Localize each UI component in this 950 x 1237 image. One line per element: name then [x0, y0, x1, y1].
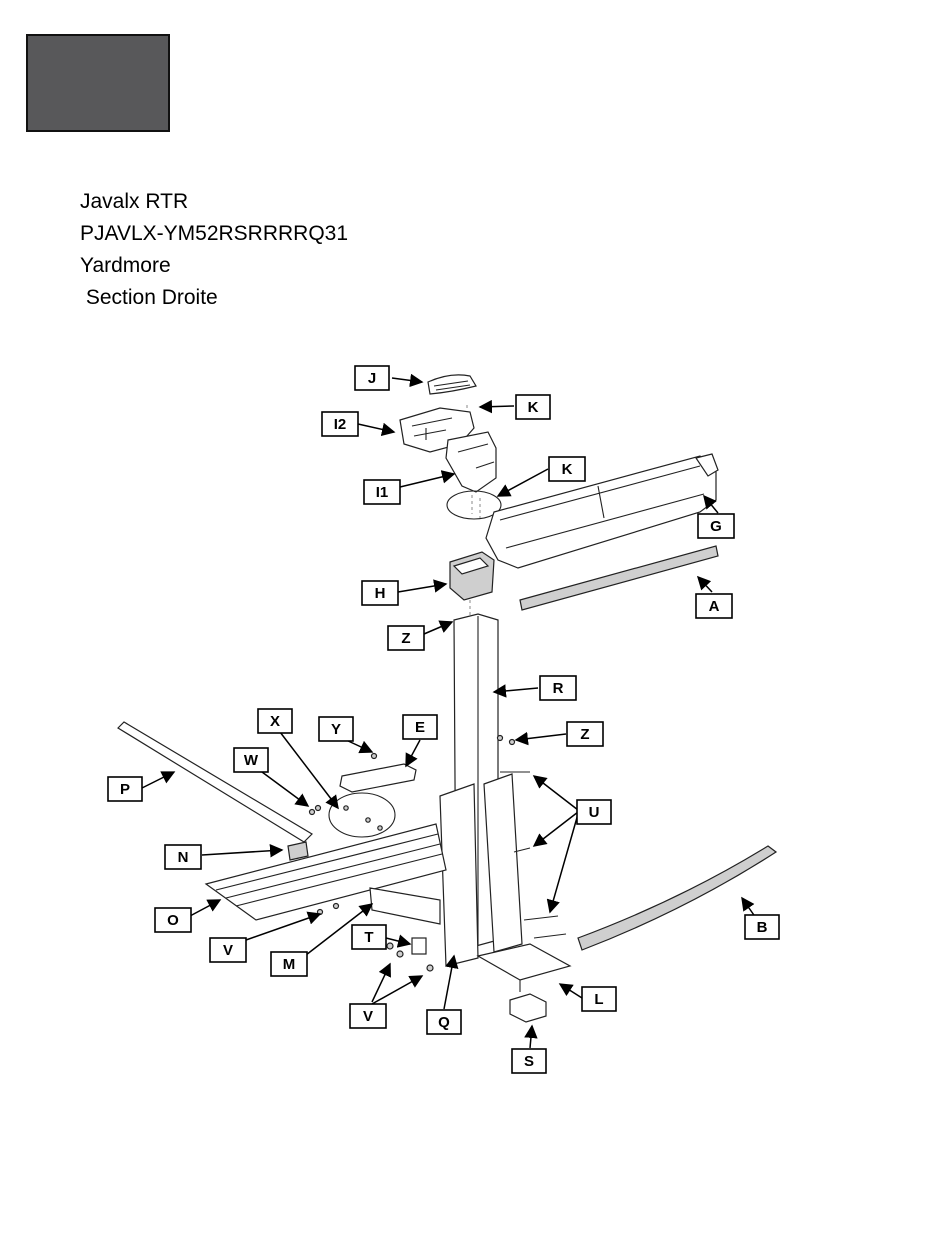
callout-k-mid-text: K: [562, 461, 573, 478]
callout-l: L: [582, 987, 616, 1011]
callout-l-text: L: [594, 991, 603, 1008]
callout-p-text: P: [120, 781, 130, 798]
callout-m-text: M: [283, 956, 296, 973]
callout-q-text: Q: [438, 1014, 450, 1031]
callout-t-text: T: [364, 929, 373, 946]
callout-g: G: [698, 514, 734, 538]
parts-drawing: [118, 375, 776, 1022]
callout-z-top-text: Z: [401, 630, 410, 647]
callout-w-text: W: [244, 752, 259, 769]
callout-i2: I2: [322, 412, 358, 436]
callout-z-right-text: Z: [580, 726, 589, 743]
callout-a-text: A: [709, 598, 720, 615]
callout-o-text: O: [167, 912, 179, 929]
part-v-nut: [318, 910, 323, 915]
callout-a: A: [696, 594, 732, 618]
callout-o: O: [155, 908, 191, 932]
callout-j: J: [355, 366, 389, 390]
part-m-beam: [370, 888, 440, 924]
part-n-clip: [288, 842, 308, 860]
callout-g-text: G: [710, 518, 722, 535]
callout-y: Y: [319, 717, 353, 741]
callout-w: W: [234, 748, 268, 772]
part-l-rail: [478, 944, 570, 980]
callout-y-text: Y: [331, 721, 341, 738]
part-z-screw: [498, 736, 503, 741]
part-i1-cover: [446, 432, 496, 492]
part-x-screw-group: [329, 793, 395, 837]
callout-z-right: Z: [567, 722, 603, 746]
callout-k-top: K: [516, 395, 550, 419]
callout-k-mid: K: [549, 457, 585, 481]
callout-q: Q: [427, 1010, 461, 1034]
callout-n: N: [165, 845, 201, 869]
part-h-box: [450, 552, 494, 600]
callout-p: P: [108, 777, 142, 801]
callout-i1: I1: [364, 480, 400, 504]
callout-z-top: Z: [388, 626, 424, 650]
callout-x-text: X: [270, 713, 280, 730]
callout-x: X: [258, 709, 292, 733]
callout-i1-text: I1: [376, 484, 389, 501]
callout-u-text: U: [589, 804, 600, 821]
callout-s: S: [512, 1049, 546, 1073]
part-p-strip: [118, 722, 312, 842]
part-t-plate: [412, 938, 426, 954]
callout-r: R: [540, 676, 576, 700]
callout-r-text: R: [553, 680, 564, 697]
callout-j-text: J: [368, 370, 376, 387]
callout-v-left-text: V: [223, 942, 233, 959]
callout-h: H: [362, 581, 398, 605]
part-e-bracket: [340, 764, 416, 792]
part-q-leg: [440, 784, 478, 966]
callout-u: U: [577, 800, 611, 824]
part-j-cap: [428, 375, 476, 394]
part-y-screw: [372, 754, 377, 759]
callout-m: M: [271, 952, 307, 976]
callout-s-text: S: [524, 1053, 534, 1070]
callout-v-left: V: [210, 938, 246, 962]
callout-h-text: H: [375, 585, 386, 602]
callout-v-bottom-text: V: [363, 1008, 373, 1025]
callout-t: T: [352, 925, 386, 949]
callout-n-text: N: [178, 849, 189, 866]
part-w-screw: [310, 810, 315, 815]
callout-i2-text: I2: [334, 416, 347, 433]
callout-e: E: [403, 715, 437, 739]
part-g-housing: [486, 456, 716, 568]
callout-e-text: E: [415, 719, 425, 736]
callout-b-text: B: [757, 919, 768, 936]
part-s-block: [510, 994, 546, 1022]
callout-k-top-text: K: [528, 399, 539, 416]
callout-b: B: [745, 915, 779, 939]
callout-v-bottom: V: [350, 1004, 386, 1028]
